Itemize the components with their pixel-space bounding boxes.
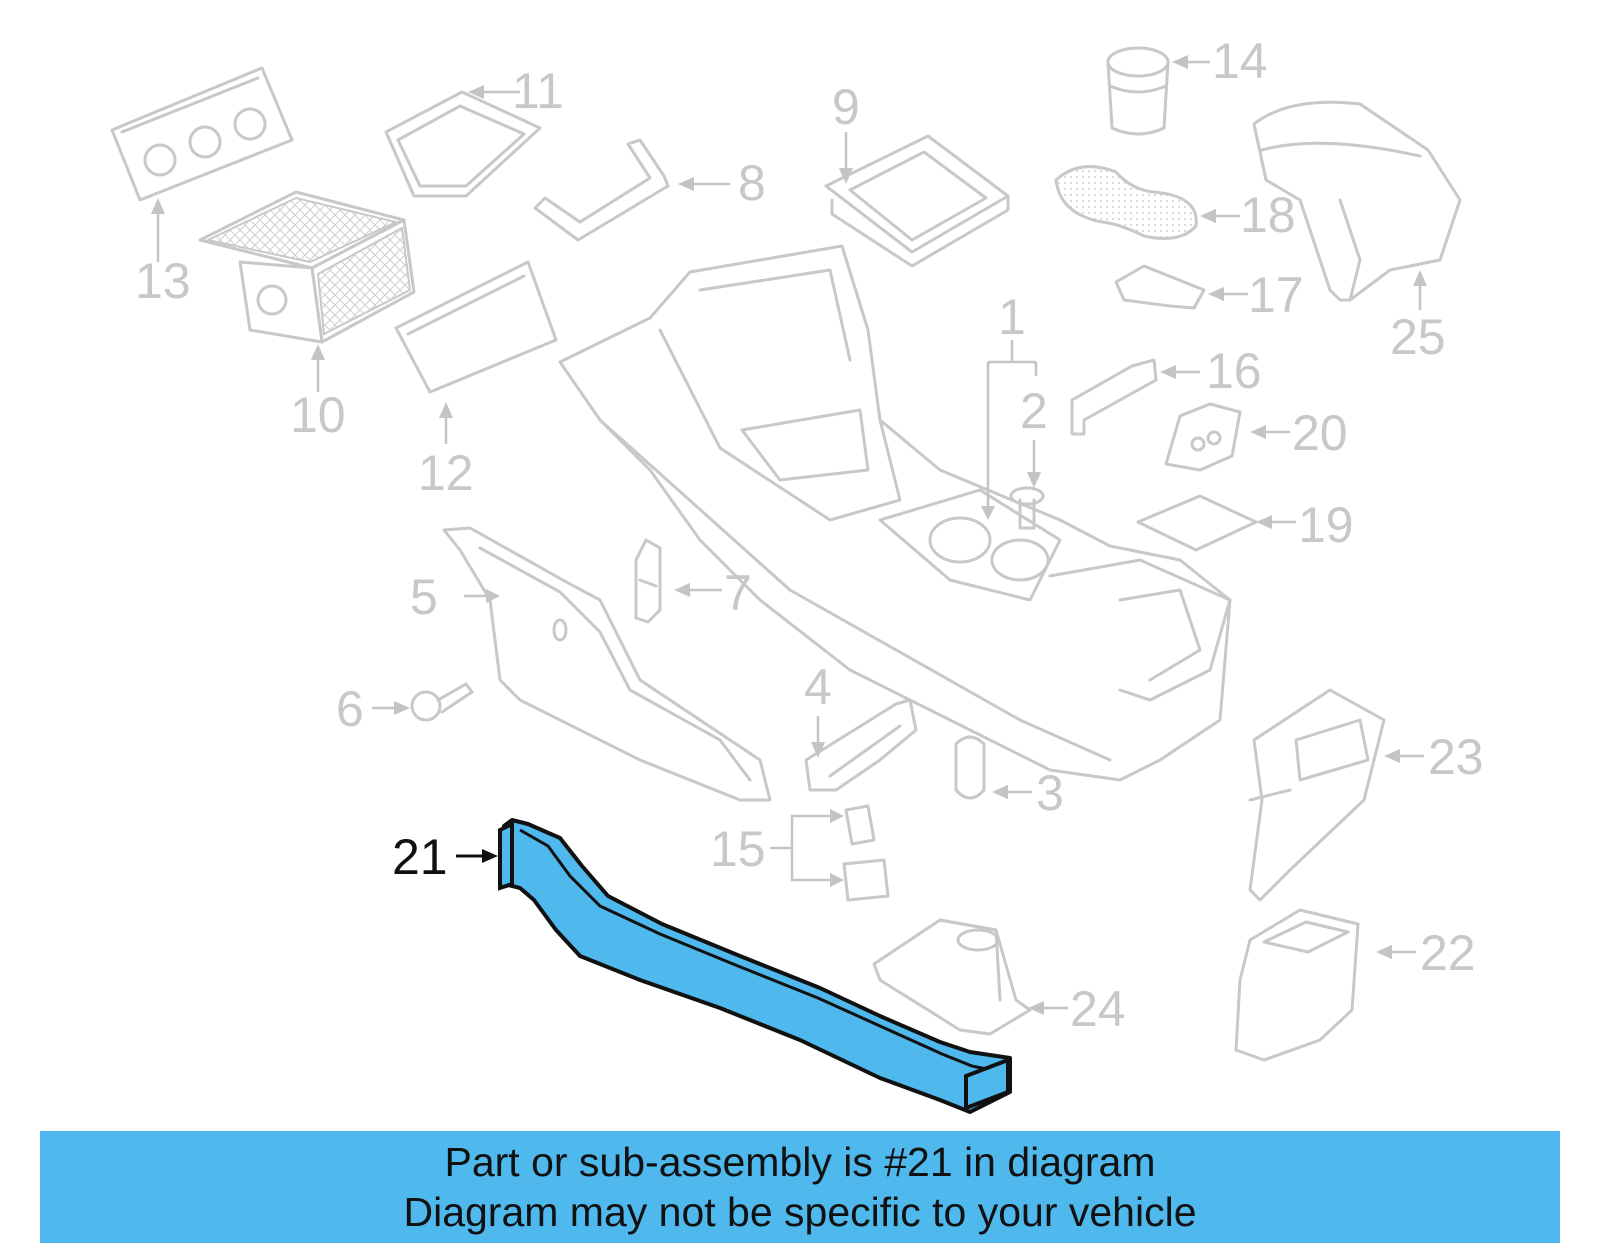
- part-18-cup-mat: [1054, 165, 1198, 240]
- part-25-armrest: [1252, 100, 1462, 302]
- part-12-cover-panel: [394, 260, 558, 394]
- callout-20: 20: [1292, 405, 1348, 461]
- info-banner: Part or sub-assembly is #21 in diagram D…: [40, 1131, 1560, 1243]
- part-5-side-trim: [442, 526, 772, 802]
- callout-10: 10: [290, 387, 346, 443]
- banner-line-1: Part or sub-assembly is #21 in diagram: [444, 1139, 1156, 1185]
- callout-17: 17: [1248, 267, 1304, 323]
- part-4-rail-bracket: [804, 698, 918, 792]
- callout-24: 24: [1070, 981, 1126, 1037]
- part-14-cup-insert: [1106, 46, 1170, 136]
- callout-9: 9: [832, 79, 860, 135]
- callout-18: 18: [1240, 187, 1296, 243]
- part-21-air-duct-highlighted[interactable]: [498, 818, 1012, 1114]
- part-19-pad: [1136, 494, 1258, 552]
- part-15-switches: [842, 804, 890, 902]
- part-13-climate-panel: [110, 66, 294, 202]
- callout-2: 2: [1020, 383, 1048, 439]
- callout-labels: 13 10 11 12 8 9 14 18 17 25 16 20 19 1 2…: [135, 33, 1484, 1037]
- part-20-bracket: [1164, 402, 1242, 472]
- part-22-rear-duct: [1234, 908, 1360, 1062]
- callout-14: 14: [1212, 33, 1268, 89]
- part-10-storage-tray: [198, 190, 416, 344]
- callout-22: 22: [1420, 925, 1476, 981]
- banner-line-2: Diagram may not be specific to your vehi…: [403, 1189, 1197, 1235]
- callout-5: 5: [410, 569, 438, 625]
- leader-lines: [151, 55, 1427, 1015]
- callout-4: 4: [804, 659, 832, 715]
- callout-23: 23: [1428, 729, 1484, 785]
- callout-12: 12: [418, 445, 474, 501]
- part-8-bracket: [533, 138, 670, 242]
- callout-25: 25: [1390, 309, 1446, 365]
- part-11-bin: [384, 90, 542, 198]
- part-7-small-bracket: [634, 538, 662, 624]
- part-17-small-cover: [1114, 264, 1206, 310]
- callout-13: 13: [135, 253, 191, 309]
- callout-8: 8: [738, 155, 766, 211]
- callout-21[interactable]: 21: [392, 829, 448, 885]
- part-6-bolt: [410, 682, 474, 722]
- callout-19: 19: [1298, 497, 1354, 553]
- callout-16: 16: [1206, 343, 1262, 399]
- part-1-center-console: [558, 244, 1232, 782]
- part-16-latch: [1070, 358, 1158, 436]
- part-9-bezel: [824, 134, 1010, 268]
- part-2-clip: [1009, 486, 1045, 530]
- callout-15: 15: [710, 821, 766, 877]
- callout-6: 6: [336, 681, 364, 737]
- callout-3: 3: [1036, 765, 1064, 821]
- part-23-rear-vent: [1248, 688, 1386, 902]
- callout-7: 7: [724, 565, 752, 621]
- callout-1: 1: [998, 289, 1026, 345]
- callout-11: 11: [512, 63, 564, 119]
- part-24-shifter: [872, 918, 1032, 1036]
- part-3-cap: [954, 735, 986, 800]
